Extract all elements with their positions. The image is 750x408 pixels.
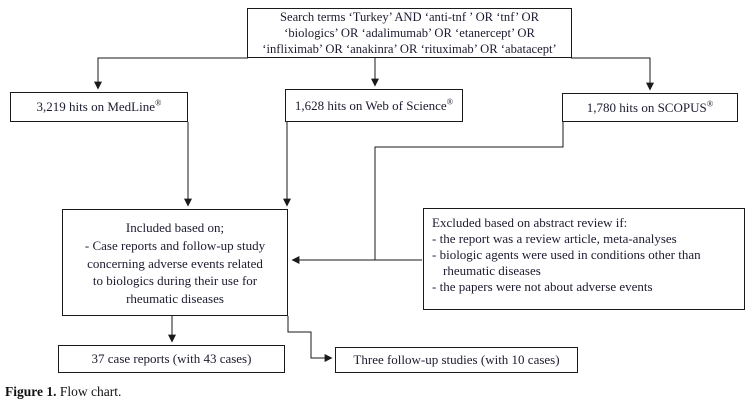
included-line-4: to biologics during their use for <box>92 273 258 289</box>
registered-trademark-icon: ® <box>706 98 714 109</box>
scopus-hits-text: 1,780 hits on SCOPUS <box>586 99 707 115</box>
excluded-title: Excluded based on abstract review if: <box>432 215 628 230</box>
excluded-item-3: - the papers were not about adverse even… <box>432 279 653 294</box>
search-terms-box: Search terms ‘Turkey’ AND ‘anti-tnf ’ OR… <box>247 8 572 58</box>
medline-hits-label: 3,219 hits on MedLine® <box>36 97 162 115</box>
web-of-science-hits-label: 1,628 hits on Web of Science® <box>294 96 454 114</box>
case-reports-result-box: 37 case reports (with 43 cases) <box>58 345 285 373</box>
connector-search-to-scopus <box>571 57 654 91</box>
medline-hits-text: 3,219 hits on MedLine <box>36 99 155 114</box>
scopus-hits-box: 1,780 hits on SCOPUS® <box>562 93 738 122</box>
search-terms-line-2: ‘biologics’ OR ‘adalimumab’ OR ‘etanerce… <box>284 25 535 40</box>
excluded-item-2: - biologic agents were used in condition… <box>432 247 701 278</box>
search-terms-line-1: Search terms ‘Turkey’ AND ‘anti-tnf ’ OR… <box>279 10 540 24</box>
registered-trademark-icon: ® <box>154 97 162 108</box>
scopus-hits-label: 1,780 hits on SCOPUS® <box>586 98 714 116</box>
case-reports-label: 37 case reports (with 43 cases) <box>91 351 252 366</box>
figure-caption-text: Flow chart. <box>56 384 122 399</box>
registered-trademark-icon: ® <box>446 96 454 107</box>
included-line-1: Included based on; <box>125 220 225 235</box>
included-line-2: - Case reports and follow-up study <box>84 237 266 253</box>
included-criteria-box: Included based on; - Case reports and fo… <box>62 209 288 316</box>
excluded-criteria-box: Excluded based on abstract review if: - … <box>423 208 745 310</box>
connector-included-to-followup <box>287 316 333 362</box>
excluded-item-1: - the report was a review article, meta-… <box>432 231 677 246</box>
web-of-science-hits-text: 1,628 hits on Web of Science <box>294 97 447 113</box>
included-line-3: concerning adverse events related <box>87 255 263 271</box>
connector-search-to-medline <box>94 57 248 90</box>
included-line-5: rheumatic diseases <box>126 291 224 307</box>
search-terms-line-3: ‘infliximab’ OR ‘anakinra’ OR ‘rituximab… <box>262 41 557 56</box>
web-of-science-hits-box: 1,628 hits on Web of Science® <box>285 89 463 122</box>
figure-caption: Figure 1. Flow chart. <box>5 384 121 400</box>
followup-studies-result-box: Three follow-up studies (with 10 cases) <box>335 347 578 373</box>
figure-caption-label: Figure 1. <box>5 384 57 399</box>
medline-hits-box: 3,219 hits on MedLine® <box>10 92 188 122</box>
followup-studies-label: Three follow-up studies (with 10 cases) <box>353 352 560 367</box>
